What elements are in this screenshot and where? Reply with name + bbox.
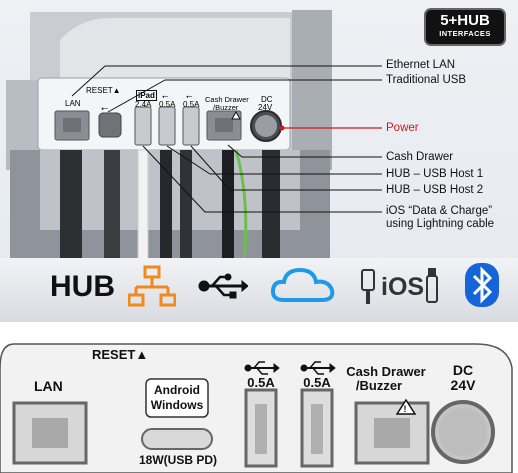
svg-text:⭠: ⭠	[101, 104, 108, 114]
annotation-hub-usb-host-1: HUB – USB Host 1	[386, 168, 484, 180]
photo-dc-label: DC	[261, 95, 273, 104]
usb-0.5a-label-2: 0.5A	[303, 375, 331, 390]
ios-label: iOS	[381, 273, 425, 301]
annotation-cash-drawer: Cash Drawer	[386, 151, 454, 163]
lightning-connector-icon	[426, 268, 438, 303]
lightning-cable-icon	[361, 269, 375, 304]
photo-buzzer-label: /Buzzer	[213, 103, 239, 112]
photo-2.4a-label: 2.4A	[135, 100, 152, 109]
badge-title: 5+HUB	[440, 12, 490, 29]
device-illustration: ⭠ ⭠ ⭠	[6, 10, 382, 261]
cash-drawer-label: Cash Drawer	[346, 364, 426, 379]
product-photo: ⭠ ⭠ ⭠ LAN RESET▲ iPad 2.4A 0.5A 0.5A Cas…	[0, 0, 518, 322]
cloud-icon	[270, 267, 335, 302]
lan-label: LAN	[34, 378, 63, 394]
photo-reset-label: RESET▲	[86, 86, 121, 95]
svg-text:!: !	[404, 404, 407, 414]
photo-lan-label: LAN	[65, 99, 81, 108]
usb-0.5a-label-1: 0.5A	[247, 375, 275, 390]
port-panel-diagram: !	[0, 343, 513, 473]
network-icon	[128, 265, 176, 307]
photo-cash-drawer-label: Cash Drawer	[205, 95, 249, 104]
annotation-ios-data-charge: iOS “Data & Charge”	[386, 205, 493, 217]
annotation-power: Power	[386, 122, 419, 134]
buzzer-label: /Buzzer	[355, 378, 403, 393]
annotation-hub-usb-host-2: HUB – USB Host 2	[386, 184, 484, 196]
usb-icon	[198, 273, 248, 299]
usb-pd-label: 18W(USB PD)	[138, 453, 217, 467]
svg-text:⭠: ⭠	[186, 92, 193, 101]
photo-24v-label: 24V	[258, 103, 273, 112]
photo-0.5a-label-1: 0.5A	[159, 100, 176, 109]
windows-label: Windows	[150, 398, 204, 412]
photo-ipad-label: iPad	[136, 90, 157, 101]
hub-interfaces-badge: 5+HUB INTERFACES	[424, 8, 506, 46]
bluetooth-icon	[465, 263, 499, 307]
android-label: Android	[154, 383, 200, 397]
svg-text:⭠: ⭠	[162, 92, 169, 101]
dc-label: DC	[452, 362, 474, 378]
annotation-traditional-usb: Traditional USB	[386, 74, 467, 86]
24v-label: 24V	[450, 377, 476, 393]
reset-label: RESET▲	[92, 347, 149, 362]
annotation-lightning-cable: using Lightning cable	[386, 218, 495, 230]
badge-subtitle: INTERFACES	[439, 29, 491, 38]
hub-label: HUB	[50, 270, 115, 303]
annotation-ethernet-lan: Ethernet LAN	[386, 59, 456, 71]
photo-0.5a-label-2: 0.5A	[183, 100, 200, 109]
